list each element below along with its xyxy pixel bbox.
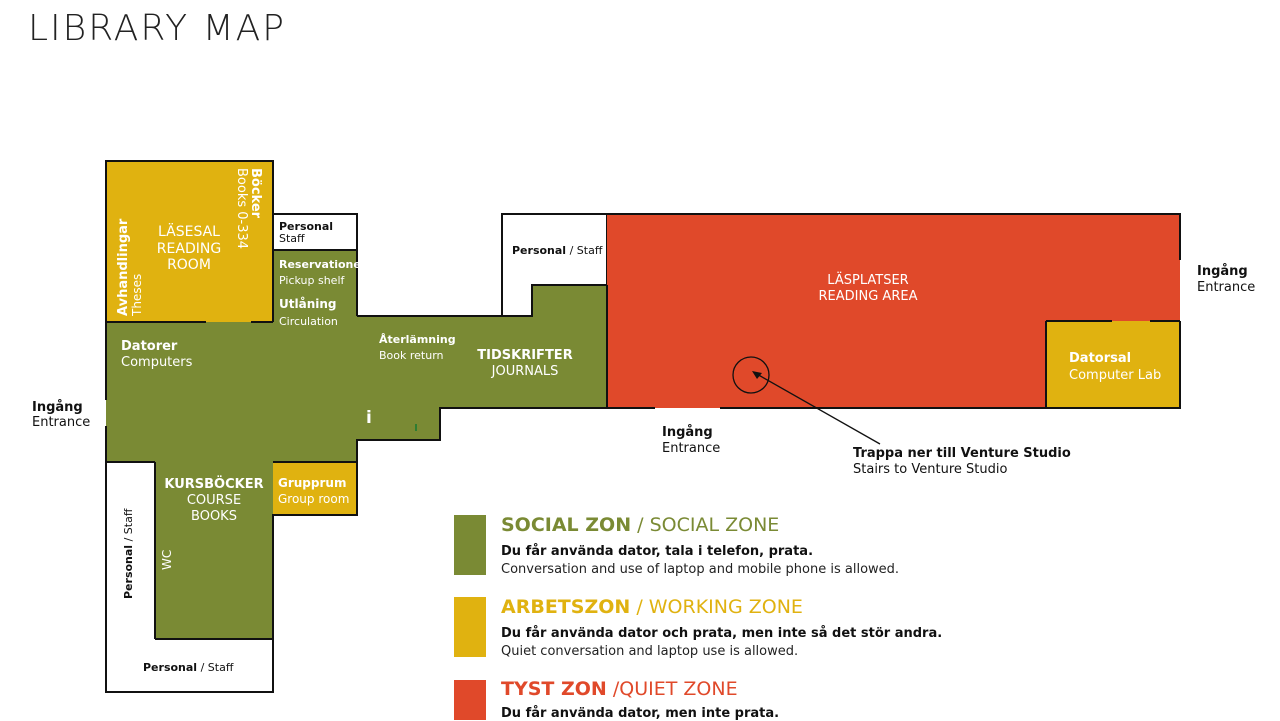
computer-lab-label-sv: Datorsal — [1069, 351, 1131, 366]
page-title: LIBRARY MAP — [28, 8, 286, 49]
theses-label-sv: Avhandlingar — [116, 218, 131, 316]
social-zone-main-area[interactable] — [106, 250, 607, 462]
staff-room-top[interactable] — [272, 213, 358, 251]
staff-left-label: Personal / Staff — [122, 508, 135, 599]
staff-room-bottom[interactable] — [106, 639, 273, 692]
staff-room-left[interactable] — [106, 462, 155, 639]
legend-title-social: SOCIAL ZON / SOCIAL ZONE — [501, 514, 780, 536]
course-books-area[interactable] — [155, 462, 273, 639]
stairs-pointer-line — [754, 372, 881, 445]
computers-label-sv: Datorer — [121, 339, 178, 354]
stairs-icon[interactable] — [732, 356, 770, 394]
course-books-label-en2: BOOKS — [191, 509, 237, 524]
computers-label-en: Computers — [121, 355, 193, 370]
entrance-left-label-en: Entrance — [32, 415, 90, 430]
group-room-area[interactable] — [273, 462, 357, 515]
walls — [105, 160, 1181, 693]
books-label-sv: Böcker — [248, 168, 263, 219]
staff-bottom-label: Personal / Staff — [143, 661, 234, 674]
stairs-label-en: Stairs to Venture Studio — [853, 462, 1007, 477]
book-return-label-sv: Återlämning — [379, 333, 456, 346]
reservations-label-sv: Reservationer — [279, 258, 367, 271]
theses-label-en: Theses — [130, 274, 144, 317]
computer-lab-label-en: Computer Lab — [1069, 368, 1161, 383]
course-books-label-en1: COURSE — [187, 493, 241, 508]
reading-room-label-sv: LÄSESAL — [158, 222, 220, 240]
legend-rule-working-en: Quiet conversation and laptop use is all… — [501, 644, 799, 659]
legend-rule-quiet-sv: Du får använda dator, men inte prata. — [501, 706, 780, 721]
staff-mid-label: Personal / Staff — [512, 244, 603, 257]
reading-room-label-en2: ROOM — [167, 257, 211, 273]
course-books-label-sv: KURSBÖCKER — [164, 476, 263, 492]
computer-lab-area[interactable] — [1046, 321, 1180, 408]
legend-swatch-working — [454, 597, 486, 657]
journals-label-sv: TIDSKRIFTER — [477, 348, 572, 363]
legend-rule-working-sv: Du får använda dator och prata, men inte… — [501, 626, 943, 641]
reading-room-area[interactable] — [106, 161, 273, 322]
reservations-label-en: Pickup shelf — [279, 274, 346, 287]
books-label-en: Books 0-334 — [234, 168, 249, 249]
legend-swatch-social — [454, 515, 486, 575]
reading-area-label-en: READING AREA — [819, 289, 918, 304]
legend-rule-social-en: Conversation and use of laptop and mobil… — [501, 562, 900, 577]
stairs-pointer-head — [752, 371, 762, 379]
entrance-right-label-sv[interactable]: Ingång — [1197, 264, 1248, 279]
book-return-label-en: Book return — [379, 349, 444, 362]
circulation-label-sv: Utlåning — [279, 297, 336, 311]
circulation-label-en: Circulation — [279, 315, 338, 328]
reading-area[interactable] — [607, 214, 1180, 408]
group-room-label-en: Group room — [278, 492, 349, 506]
entrance-bottom-label-sv[interactable]: Ingång — [662, 425, 713, 440]
legend-rule-social-sv: Du får använda dator, tala i telefon, pr… — [501, 544, 814, 559]
legend-title-working: ARBETSZON / WORKING ZONE — [501, 596, 803, 618]
stairs-label-sv: Trappa ner till Venture Studio — [853, 446, 1071, 461]
entrance-bottom-label-en: Entrance — [662, 441, 720, 456]
info-accent-mark — [415, 424, 417, 431]
reading-room-label-en1: READING — [157, 241, 221, 257]
journals-label-en: JOURNALS — [491, 364, 559, 379]
info-icon[interactable]: i — [366, 408, 372, 428]
group-room-label-sv: Grupprum — [278, 476, 346, 490]
entrance-right-label-en: Entrance — [1197, 280, 1255, 295]
legend-swatch-quiet — [454, 680, 486, 720]
reading-area-label-sv: LÄSPLATSER — [827, 272, 908, 288]
entrance-left-label-sv[interactable]: Ingång — [32, 400, 83, 415]
legend-title-quiet: TYST ZON /QUIET ZONE — [501, 678, 738, 700]
wc-label: WC — [160, 550, 174, 570]
staff-top-label-en: Staff — [279, 232, 305, 245]
staff-top-label-sv: Personal — [279, 220, 333, 233]
